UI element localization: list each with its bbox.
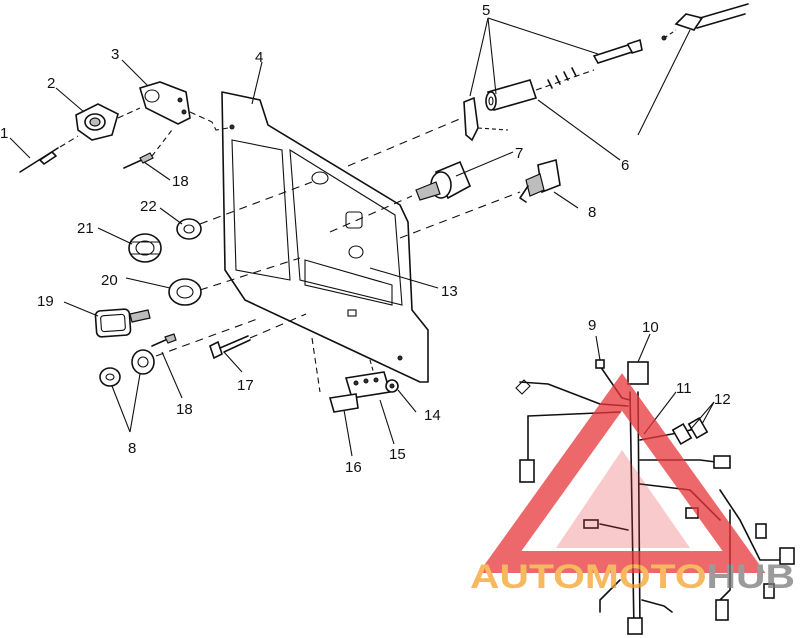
callout-4: 4 — [255, 49, 263, 66]
key-part-19 — [94, 308, 151, 338]
callout-5: 5 — [482, 2, 490, 19]
leader-lines — [9, 17, 715, 457]
callout-18-lower: 18 — [176, 401, 193, 418]
washers-part-8 — [99, 317, 261, 387]
watermark-triangle — [478, 373, 766, 573]
callout-6: 6 — [621, 157, 629, 174]
callout-8-lower: 8 — [128, 440, 136, 457]
callout-19: 19 — [37, 293, 54, 310]
callout-17: 17 — [237, 377, 254, 394]
toggle-switch-part-8 — [399, 158, 561, 239]
terminal-block-parts-15-16 — [311, 337, 392, 413]
cable-connector-part-6 — [637, 3, 749, 136]
callout-16: 16 — [345, 459, 362, 476]
screw-part-18-lower — [151, 333, 177, 347]
latch-part-6 — [347, 67, 595, 167]
callout-8-upper: 8 — [588, 204, 596, 221]
callout-1: 1 — [0, 125, 8, 142]
callout-3: 3 — [111, 46, 119, 63]
callout-12: 12 — [714, 391, 731, 408]
screw-part-18-upper — [123, 129, 173, 169]
bracket-panel — [221, 91, 429, 383]
washer-part-22 — [176, 181, 313, 240]
callout-13: 13 — [441, 283, 458, 300]
callout-22: 22 — [140, 198, 157, 215]
callout-14: 14 — [424, 407, 441, 424]
callout-2: 2 — [47, 75, 55, 92]
pin-part-5 — [463, 39, 643, 142]
nut-part-21 — [128, 233, 162, 263]
callout-labels: 1 2 3 4 5 6 7 8 8 9 10 11 12 13 14 15 16… — [0, 2, 731, 476]
callout-9: 9 — [588, 317, 596, 334]
plate-part-3 — [139, 81, 229, 131]
knob-part-7 — [329, 160, 472, 233]
callout-18-upper: 18 — [172, 173, 189, 190]
callout-20: 20 — [101, 272, 118, 289]
nut-part-14 — [385, 379, 399, 393]
callout-21: 21 — [77, 220, 94, 237]
callout-15: 15 — [389, 446, 406, 463]
housing-part-2 — [75, 103, 141, 141]
pin-part-1 — [19, 135, 79, 173]
bolt-part-17 — [209, 313, 307, 360]
callout-7: 7 — [515, 145, 523, 162]
nut-part-20 — [168, 257, 301, 306]
callout-11: 11 — [676, 380, 692, 397]
callout-10: 10 — [642, 319, 659, 336]
